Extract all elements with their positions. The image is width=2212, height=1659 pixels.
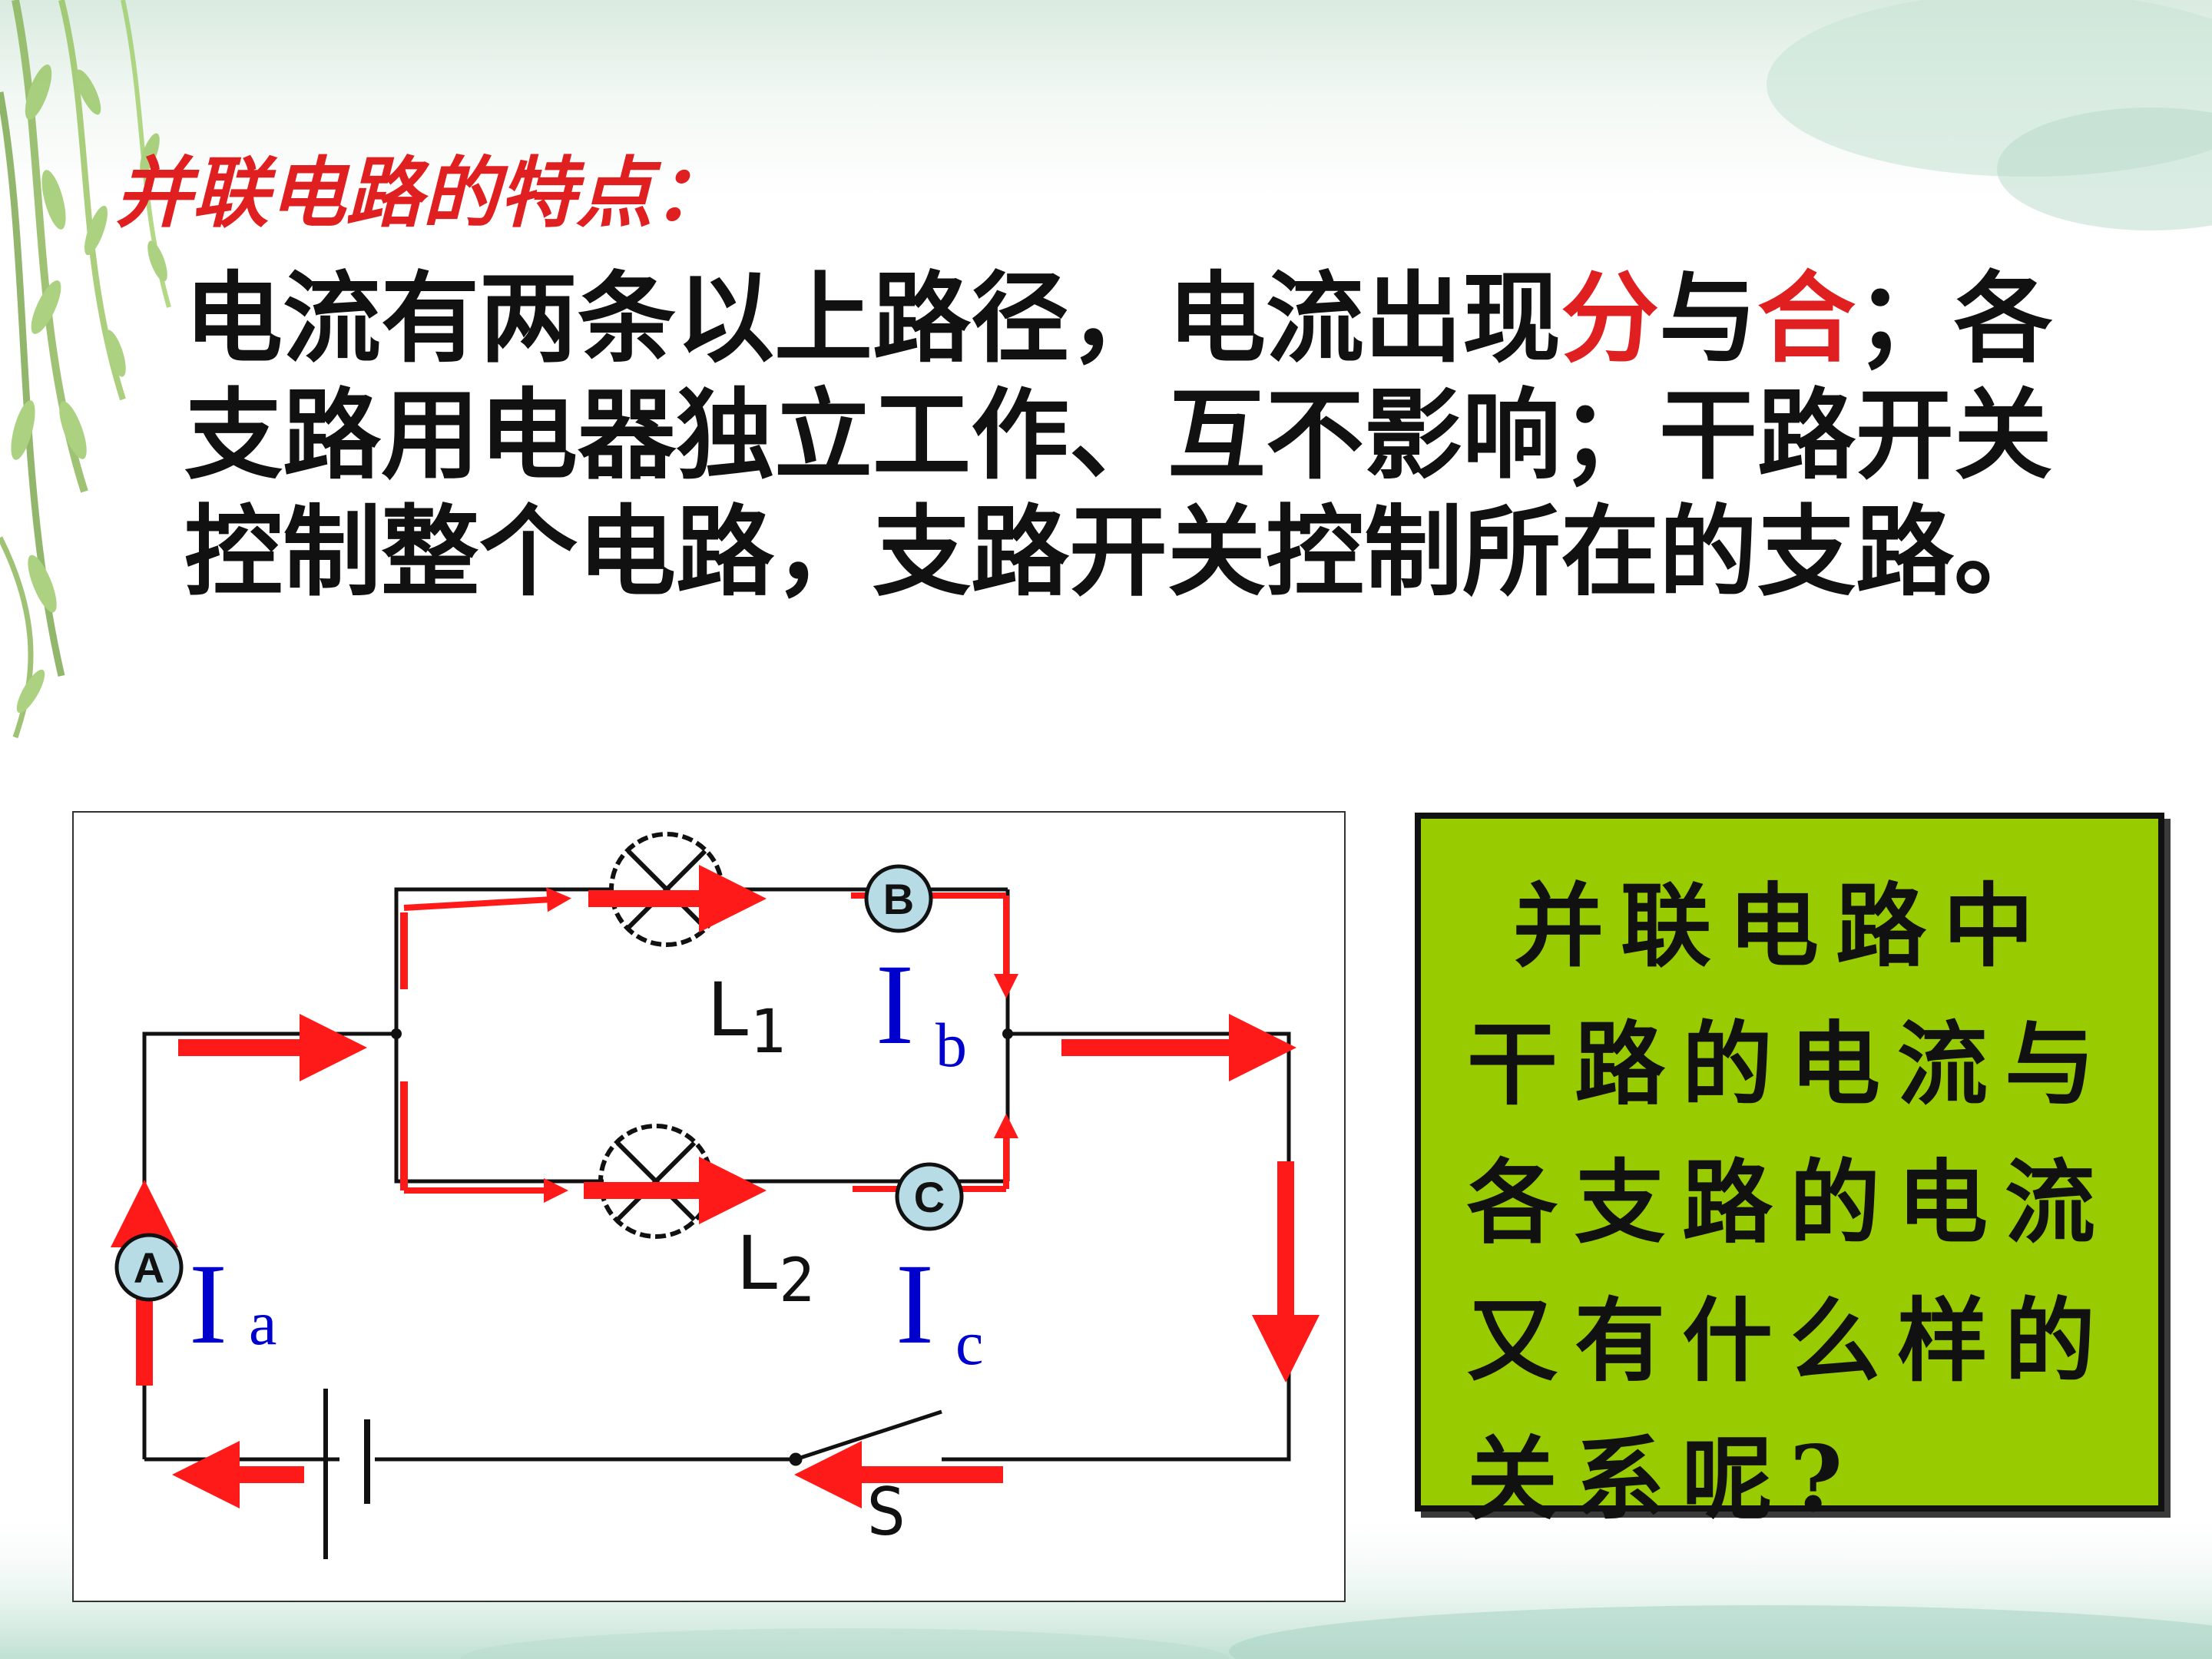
lamp-2-icon — [598, 1124, 714, 1239]
ammeter-c-label: C — [914, 1173, 945, 1221]
body-line-1-and: 与 — [1659, 262, 1758, 376]
lamp-2-subscript: 2 — [779, 1247, 815, 1316]
highlight-split: 分 — [1561, 262, 1660, 376]
junction-right — [1002, 1028, 1013, 1039]
current-c-label: I — [896, 1240, 934, 1368]
slide-heading: 并联电路的特点： — [115, 148, 730, 238]
lamp-1-subscript: 1 — [750, 998, 786, 1067]
body-line-3: 控制整个电路，支路开关控制所在的支路。 — [184, 495, 2053, 610]
lamp-1-icon — [609, 832, 724, 947]
ammeter-a-label: A — [134, 1243, 164, 1292]
highlight-merge: 合 — [1757, 262, 1856, 376]
body-line-1-text: 电流有两条以上路径，电流出现 — [184, 262, 1561, 376]
body-paragraph: 电流有两条以上路径，电流出现分与合；各 支路用电器独立工作、互不影响；干路开关 … — [184, 261, 2151, 611]
body-line-2: 支路用电器独立工作、互不影响；干路开关 — [184, 379, 2053, 493]
lamp-1-label: L — [707, 967, 751, 1053]
ammeter-c: C — [895, 1162, 964, 1231]
body-line-1: 电流有两条以上路径，电流出现分与合；各 — [184, 261, 2151, 378]
question-text: 并联电路中 干路的电流与 各支路的电流 又有什么样的 关系呢? — [1467, 857, 2128, 1548]
junction-left — [391, 1028, 402, 1039]
question-line-3: 各支路的电流 — [1467, 1149, 2113, 1256]
ammeter-a: A — [114, 1233, 184, 1302]
body-line-1-end: ；各 — [1856, 262, 2053, 376]
current-a-subscript: a — [249, 1288, 276, 1358]
current-a-label: I — [189, 1240, 227, 1368]
current-c-subscript: c — [955, 1308, 983, 1378]
question-line-1: 并联电路中 — [1513, 873, 2051, 979]
lamp-2-label: L — [736, 1220, 780, 1306]
willow-branch-icon — [0, 0, 171, 739]
current-b-subscript: b — [935, 1010, 967, 1080]
switch-label: S — [866, 1474, 906, 1551]
ammeter-b-label: B — [883, 875, 914, 923]
current-b-label: I — [876, 941, 914, 1068]
circuit-diagram: A B C L 1 L 2 S I a I b I c — [111, 832, 1320, 1559]
ammeter-b: B — [864, 864, 933, 933]
question-line-5: 关系呢? — [1467, 1426, 1860, 1532]
question-callout: 并联电路中 干路的电流与 各支路的电流 又有什么样的 关系呢? — [1415, 813, 2164, 1532]
question-line-2: 干路的电流与 — [1467, 1011, 2113, 1118]
question-line-4: 又有什么样的 — [1467, 1287, 2113, 1394]
circuit-diagram-panel: A B C L 1 L 2 S I a I b I c — [72, 811, 1346, 1602]
